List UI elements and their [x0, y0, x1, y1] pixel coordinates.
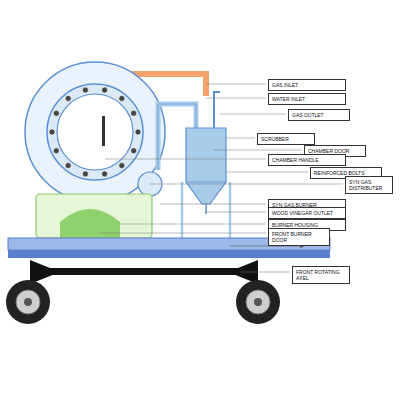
wood-vinegar-outlet: [205, 204, 207, 214]
bolt: [131, 110, 137, 116]
callout-label: WOOD VINEGAR OUTLET: [272, 210, 342, 216]
callout-label: FRONT ROTATING AXEL: [296, 269, 346, 281]
axle: [40, 268, 248, 275]
bolt: [53, 110, 59, 116]
bolt: [65, 163, 71, 169]
platform-base: [8, 250, 330, 258]
stand-leg: [181, 182, 184, 240]
chamber: [25, 62, 165, 202]
callout-box: FRONT BURNER DOOR: [268, 228, 330, 246]
bolt: [119, 163, 125, 169]
bolt: [102, 87, 108, 93]
callout-box: GAS INLET: [268, 79, 346, 91]
callout-box: SYN GAS DISTRIBUTER: [345, 176, 393, 194]
bolt: [102, 171, 108, 177]
callout-box: FRONT ROTATING AXEL: [292, 266, 350, 284]
bolt: [49, 129, 55, 135]
callout-box: WATER INLET: [268, 93, 346, 105]
wheel: [6, 280, 50, 324]
callout-label: WATER INLET: [272, 96, 342, 102]
bolt: [131, 148, 137, 154]
chamber-handle: [102, 116, 105, 146]
scrubber: [186, 128, 226, 204]
callout-box: SCRUBBER: [257, 133, 315, 145]
chamber-door: [57, 94, 133, 170]
callout-label: CHAMBER HANDLE: [272, 157, 342, 163]
callout-box: GAS OUTLET: [288, 109, 350, 121]
callout-box: WOOD VINEGAR OUTLET: [268, 207, 346, 219]
burner-door: [60, 209, 120, 238]
callout-box: CHAMBER HANDLE: [268, 154, 346, 166]
callout-label: GAS INLET: [272, 82, 342, 88]
callout-label: SYN GAS DISTRIBUTER: [349, 179, 389, 191]
callout-label: GAS OUTLET: [292, 112, 346, 118]
chamber-ring: [47, 84, 143, 180]
bolt: [119, 95, 125, 101]
gas-outlet: [214, 92, 220, 128]
burner-housing: [36, 194, 152, 238]
bolt: [82, 171, 88, 177]
bolts: [49, 87, 141, 177]
callout-label: FRONT BURNER DOOR: [272, 231, 326, 243]
wheel: [236, 280, 280, 324]
stand-leg: [229, 182, 232, 240]
bolt: [135, 129, 141, 135]
bolt: [65, 95, 71, 101]
bolt: [82, 87, 88, 93]
bolt: [53, 148, 59, 154]
callout-label: SCRUBBER: [261, 136, 311, 142]
